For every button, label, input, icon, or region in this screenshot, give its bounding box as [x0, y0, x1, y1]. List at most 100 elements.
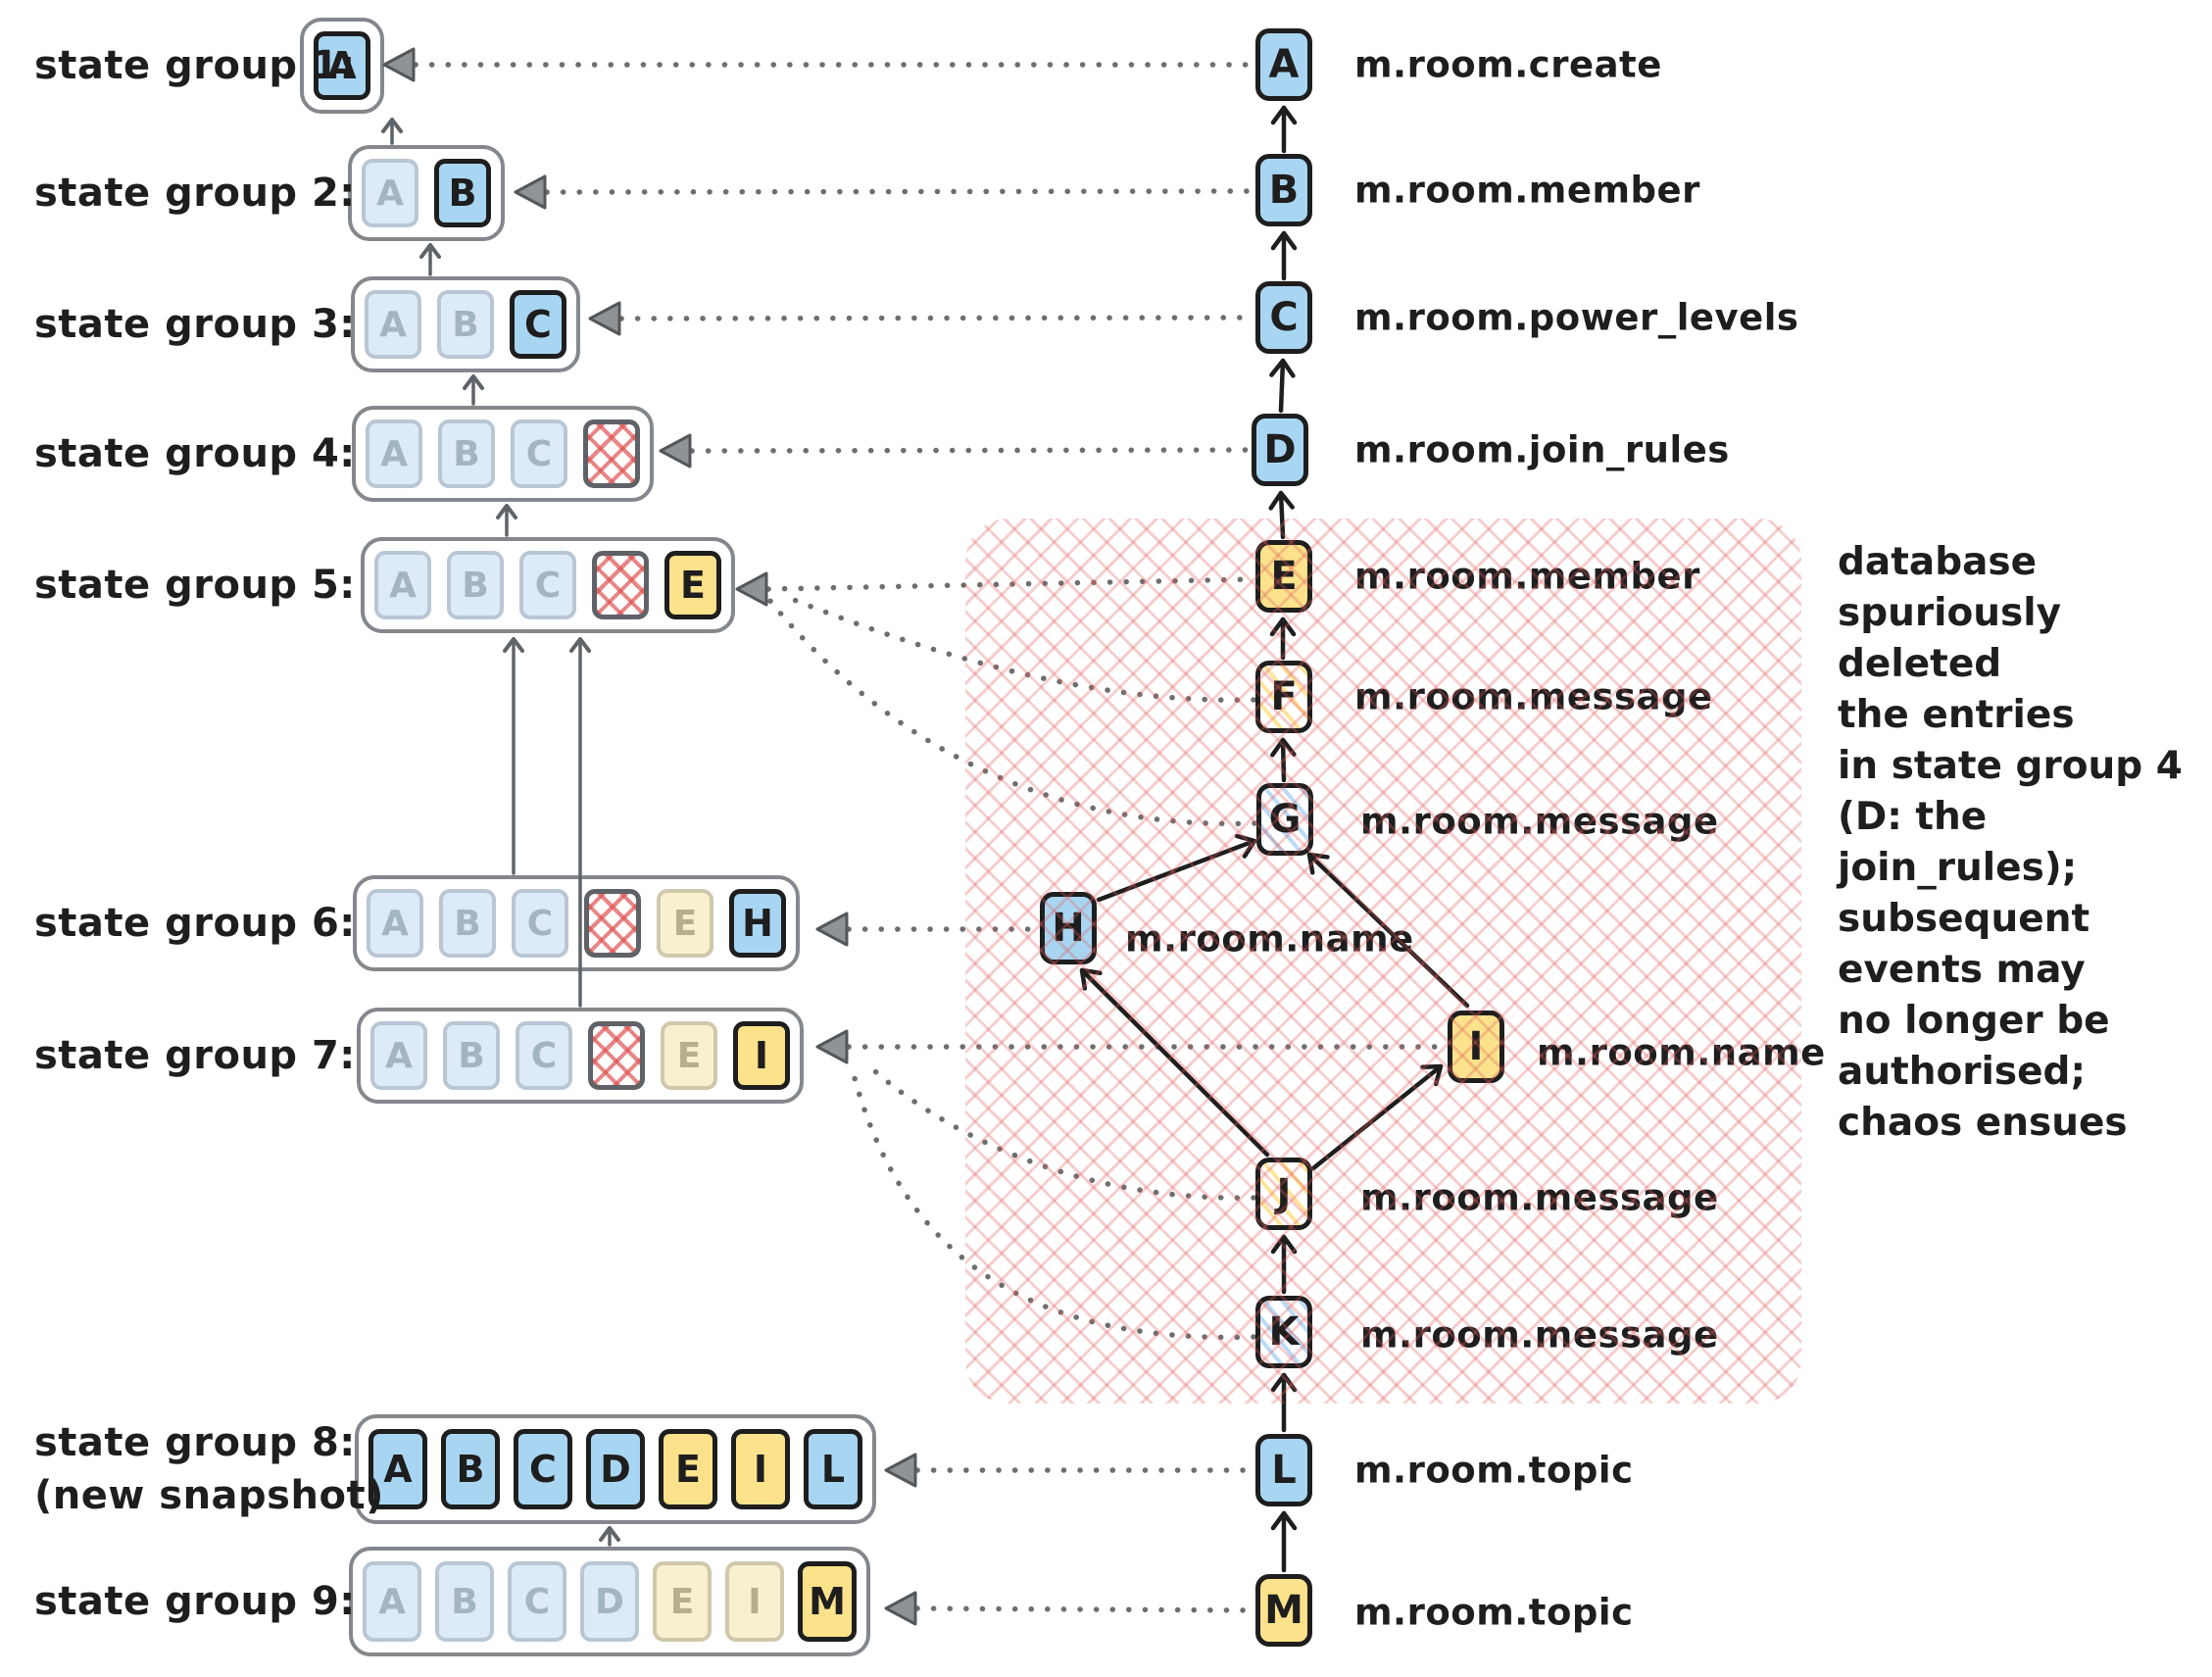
state-cell-6-B: B	[439, 889, 496, 958]
state-group-6-box	[353, 875, 800, 971]
event-type-label-F: m.room.message	[1354, 675, 1713, 718]
state-cell-8-D: D	[586, 1429, 645, 1509]
state-cell-5-C: C	[519, 551, 576, 619]
event-node-K: K	[1255, 1296, 1312, 1368]
state-cell-3-B: B	[437, 290, 494, 359]
state-group-1-label: state group 1:	[34, 43, 356, 88]
state-group-5-label: state group 5:	[34, 563, 356, 608]
state-cell-7-I: I	[733, 1021, 790, 1090]
event-node-J: J	[1255, 1158, 1312, 1230]
state-cell-8-I: I	[731, 1429, 790, 1509]
event-node-F: F	[1255, 661, 1312, 733]
event-type-label-M: m.room.topic	[1354, 1591, 1634, 1634]
event-node-I: I	[1448, 1011, 1504, 1083]
event-node-H: H	[1040, 892, 1097, 964]
state-cell-9-A: A	[363, 1561, 421, 1642]
state-cell-8-B: B	[441, 1429, 500, 1509]
state-cell-9-B: B	[435, 1561, 494, 1642]
dag-edge-E-to-D	[1268, 490, 1295, 540]
state-cell-9-D: D	[580, 1561, 639, 1642]
state-link-arrowhead-C-to-group3	[588, 301, 621, 336]
state-group-6-label: state group 6:	[34, 901, 356, 946]
state-cell-6-H: H	[729, 889, 786, 958]
state-group-9-label: state group 9:	[34, 1579, 356, 1624]
event-type-label-B: m.room.member	[1354, 169, 1700, 212]
state-cell-6-E: E	[657, 889, 713, 958]
state-cell-7-A: A	[370, 1021, 427, 1090]
state-cell-7-C: C	[516, 1021, 572, 1090]
state-cell-9-E: E	[653, 1561, 712, 1642]
state-cell-4-C: C	[511, 419, 567, 488]
state-link-arrowhead-L-to-group8	[884, 1453, 917, 1488]
state-link-E-to-group5	[765, 576, 1256, 592]
state-link-arrowhead-A-to-group1	[382, 47, 416, 82]
event-type-label-J: m.room.message	[1360, 1176, 1719, 1219]
state-link-arrowhead-M-to-group9	[884, 1591, 917, 1626]
event-type-label-K: m.room.message	[1360, 1313, 1719, 1356]
state-cell-9-M: M	[798, 1561, 857, 1642]
dag-edge-H-to-G	[1096, 833, 1257, 903]
dag-edge-D-to-C	[1269, 358, 1296, 414]
event-node-M: M	[1255, 1574, 1312, 1647]
event-type-label-I: m.room.name	[1537, 1031, 1826, 1074]
event-type-label-E: m.room.member	[1354, 555, 1700, 598]
event-type-label-L: m.room.topic	[1354, 1449, 1634, 1492]
event-node-C: C	[1255, 281, 1312, 354]
dag-edge-J-to-I	[1310, 1063, 1444, 1171]
state-link-K-to-group7	[852, 1075, 1256, 1341]
event-node-B: B	[1255, 154, 1312, 226]
state-link-arrowhead-B-to-group2	[514, 174, 547, 210]
state-cell-9-I: I	[725, 1561, 784, 1642]
state-cell-6-A: A	[367, 889, 423, 958]
state-cell-8-E: E	[659, 1429, 717, 1509]
event-node-E: E	[1255, 540, 1312, 613]
state-cell-4-A: A	[366, 419, 422, 488]
state-cell-7-E: E	[661, 1021, 717, 1090]
dag-edge-G-to-F	[1270, 737, 1297, 783]
state-cell-9-C: C	[508, 1561, 566, 1642]
state-cell-5-A: A	[374, 551, 431, 619]
state-cell-6-deleted	[584, 889, 641, 958]
state-group-8-label: state group 8: (new snapshot)	[34, 1420, 384, 1518]
state-cell-6-C: C	[512, 889, 568, 958]
state-cell-7-deleted	[588, 1021, 645, 1090]
event-node-L: L	[1255, 1434, 1312, 1506]
state-link-J-to-group7	[864, 1061, 1256, 1201]
state-cell-3-C: C	[510, 290, 566, 359]
state-cell-4-deleted	[583, 419, 640, 488]
state-cell-2-A: A	[362, 159, 418, 227]
state-link-F-to-group5	[781, 593, 1256, 703]
state-link-C-to-group3	[618, 315, 1256, 321]
state-cell-1-A: A	[314, 31, 370, 100]
state-group-3-label: state group 3:	[34, 302, 356, 347]
dag-edge-J-to-H	[1079, 967, 1270, 1158]
state-link-arrowhead-E-to-group5	[735, 571, 768, 607]
state-group-7-box	[357, 1008, 804, 1104]
state-cell-5-E: E	[664, 551, 721, 619]
state-link-D-to-group4	[689, 447, 1253, 454]
event-type-label-C: m.room.power_levels	[1354, 296, 1799, 339]
side-note-text: database spuriously deleted the entries …	[1838, 540, 2183, 1145]
state-cell-4-B: B	[438, 419, 495, 488]
state-cell-5-deleted	[592, 551, 649, 619]
state-link-M-to-group9	[914, 1605, 1256, 1613]
state-group-4-label: state group 4:	[34, 431, 356, 476]
state-cell-7-B: B	[443, 1021, 500, 1090]
event-node-A: A	[1255, 28, 1312, 101]
state-cell-8-L: L	[804, 1429, 862, 1509]
state-cell-8-A: A	[369, 1429, 427, 1509]
event-type-label-A: m.room.create	[1354, 43, 1662, 86]
state-link-B-to-group2	[544, 188, 1256, 195]
state-link-arrowhead-I-to-group7	[815, 1029, 849, 1064]
event-node-D: D	[1252, 414, 1308, 486]
event-node-G: G	[1256, 783, 1313, 856]
state-cell-8-C: C	[514, 1429, 572, 1509]
state-cell-3-A: A	[365, 290, 421, 359]
state-cell-2-B: B	[434, 159, 491, 227]
event-type-label-H: m.room.name	[1125, 917, 1414, 961]
state-link-arrowhead-D-to-group4	[659, 433, 692, 469]
state-cell-5-B: B	[447, 551, 504, 619]
state-link-G-to-group5	[766, 597, 1257, 827]
